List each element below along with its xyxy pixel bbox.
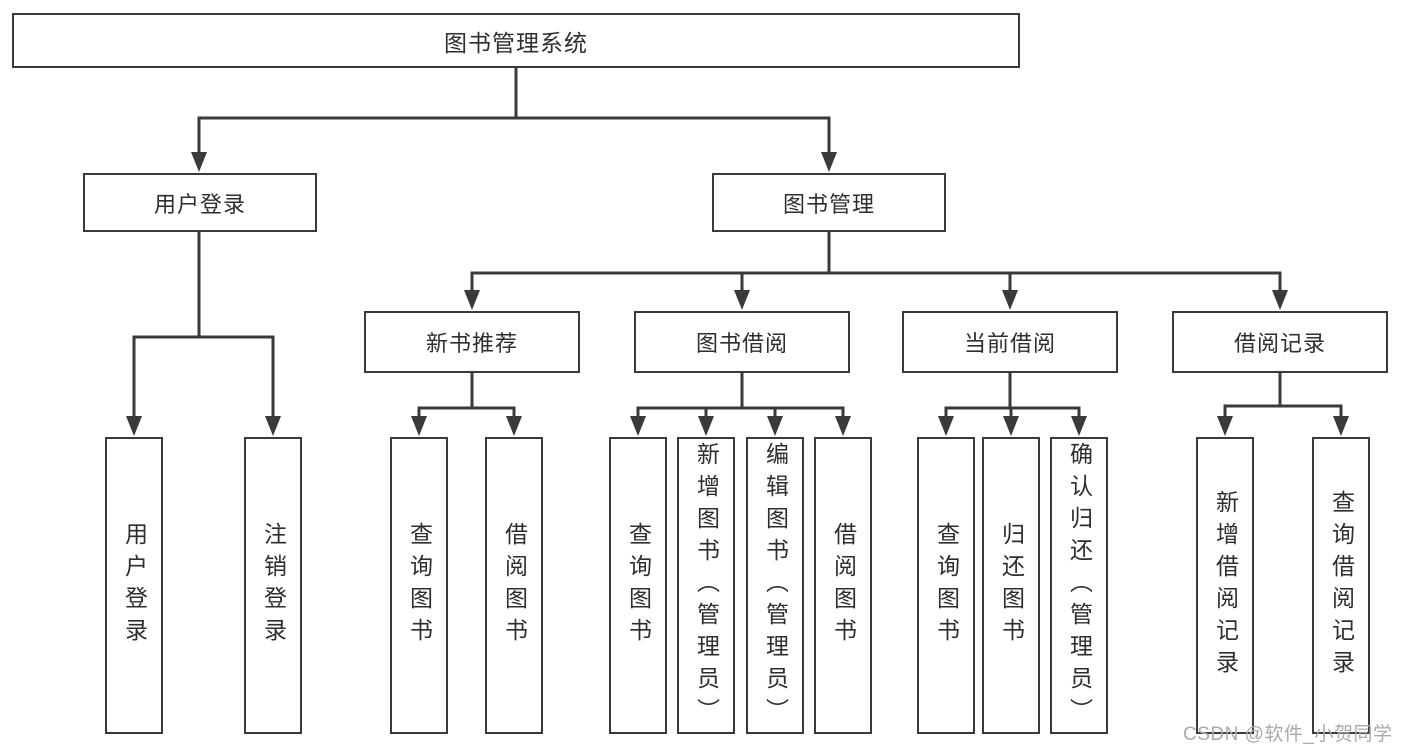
leaf-newbook-query-book: 查询图书 [390, 437, 448, 734]
leaf-borrow-query-book-label: 查询图书 [625, 521, 652, 650]
leaf-logout: 注销登录 [244, 437, 302, 734]
leaf-logout-label: 注销登录 [260, 521, 287, 650]
leaf-current-query-book: 查询图书 [917, 437, 975, 734]
csdn-watermark: CSDN @软件_小贺同学 [1183, 724, 1393, 745]
leaf-user-login: 用户登录 [105, 437, 163, 734]
node-user-login: 用户登录 [83, 173, 317, 232]
node-new-book-recommend: 新书推荐 [364, 311, 580, 373]
leaf-confirm-return-admin: 确认归还（管理员） [1050, 437, 1108, 734]
leaf-return-book-label: 归还图书 [998, 521, 1025, 650]
leaf-query-borrow-record-label: 查询借阅记录 [1328, 489, 1355, 682]
leaf-add-borrow-record-label: 新增借阅记录 [1212, 489, 1239, 682]
leaf-current-query-book-label: 查询图书 [933, 521, 960, 650]
node-book-management: 图书管理 [712, 173, 946, 232]
leaf-edit-book-admin-label: 编辑图书（管理员） [762, 441, 789, 730]
leaf-add-book-admin-label: 新增图书（管理员） [693, 441, 720, 730]
leaf-newbook-borrow-book: 借阅图书 [485, 437, 543, 734]
leaf-borrow-book: 借阅图书 [814, 437, 872, 734]
leaf-user-login-label: 用户登录 [121, 521, 148, 650]
leaf-newbook-borrow-book-label: 借阅图书 [501, 521, 528, 650]
node-current-borrow: 当前借阅 [902, 311, 1118, 373]
leaf-newbook-query-book-label: 查询图书 [406, 521, 433, 650]
leaf-borrow-book-label: 借阅图书 [830, 521, 857, 650]
leaf-add-borrow-record: 新增借阅记录 [1196, 437, 1254, 734]
leaf-borrow-query-book: 查询图书 [609, 437, 667, 734]
node-borrow-records: 借阅记录 [1172, 311, 1388, 373]
leaf-return-book: 归还图书 [982, 437, 1040, 734]
leaf-confirm-return-admin-label: 确认归还（管理员） [1066, 441, 1093, 730]
leaf-add-book-admin: 新增图书（管理员） [677, 437, 735, 734]
leaf-query-borrow-record: 查询借阅记录 [1312, 437, 1370, 734]
node-book-borrow: 图书借阅 [634, 311, 850, 373]
leaf-edit-book-admin: 编辑图书（管理员） [746, 437, 804, 734]
node-root-system: 图书管理系统 [12, 13, 1020, 68]
